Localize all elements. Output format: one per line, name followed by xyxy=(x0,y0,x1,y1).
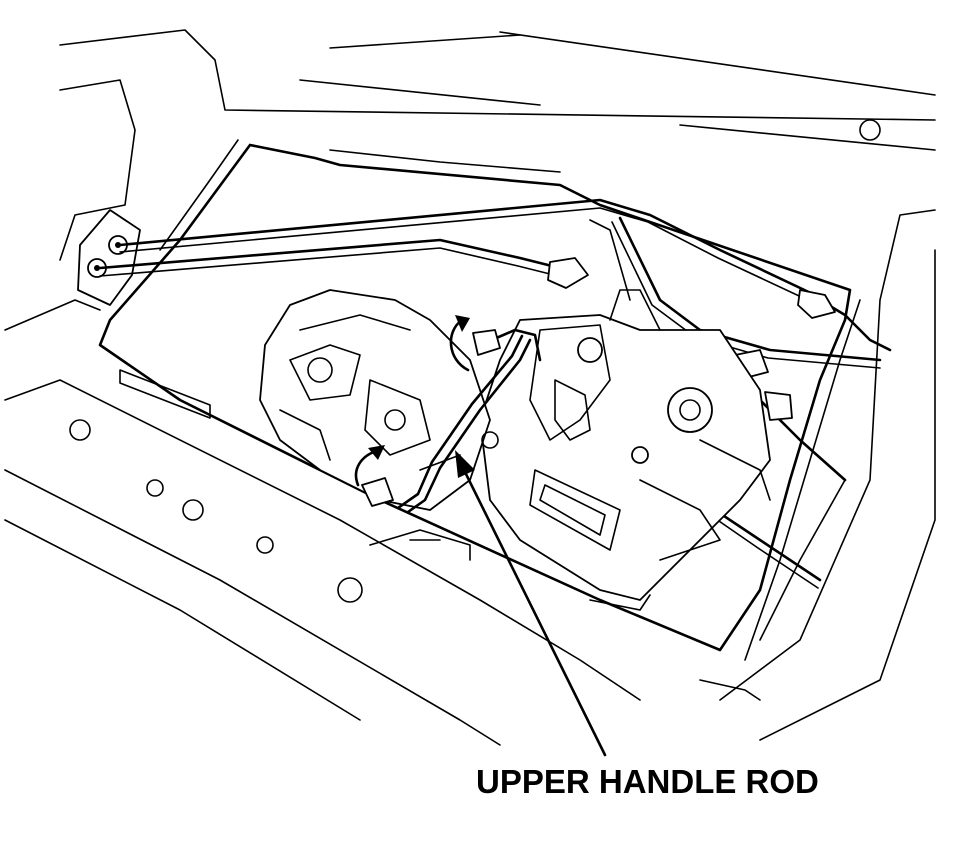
door-panel-outline xyxy=(4,29,936,746)
inner-frame xyxy=(98,139,861,661)
lower-features xyxy=(369,431,761,701)
callout-label-upper-handle-rod: UPPER HANDLE ROD xyxy=(476,763,819,800)
latch-assembly xyxy=(479,219,771,601)
regulator-housing xyxy=(259,289,491,511)
rod-clips xyxy=(547,257,836,421)
callout-leader xyxy=(455,450,607,757)
outside-handle-bracket xyxy=(77,209,141,306)
upper-rod-clips xyxy=(354,315,501,507)
